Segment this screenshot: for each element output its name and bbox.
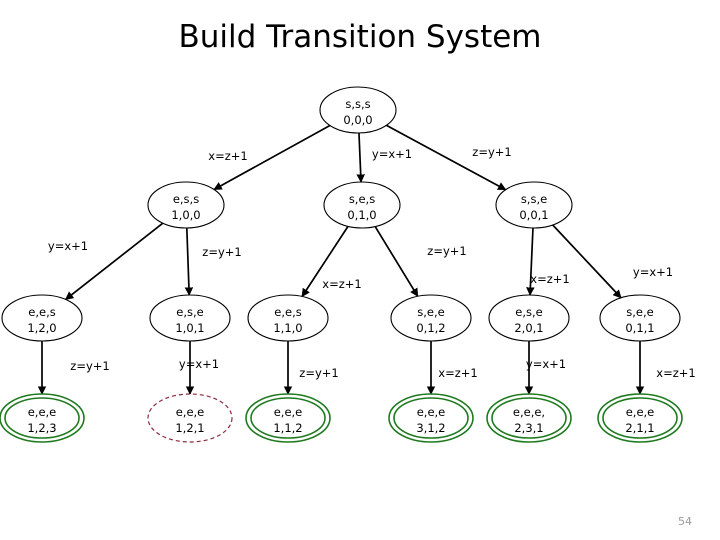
- state-node-values: 2,3,1: [514, 421, 543, 435]
- state-node-values: 1,0,0: [171, 208, 200, 222]
- state-node-label: s,e,e: [626, 305, 653, 319]
- state-node-values: 1,2,0: [27, 321, 56, 335]
- state-node-label: e,s,e: [176, 305, 203, 319]
- page-number: 54: [678, 515, 692, 528]
- state-node[interactable]: e,e,s 1,2,0: [1, 294, 83, 342]
- edges-layer: [37, 124, 645, 395]
- state-node-label: e,e,e: [274, 405, 303, 419]
- state-node-label: e,e,s: [274, 305, 301, 319]
- state-node-values: 2,1,1: [625, 421, 654, 435]
- nodes-layer: s,s,s 0,0,0 e,s,s 1,0,0 s,e,s 0,1,0 s,s,e 0,0,1…: [0, 86, 683, 443]
- state-node-values: 0,0,1: [519, 208, 548, 222]
- state-node-label: e,e,e,: [513, 405, 545, 419]
- edge-label: x=z+1: [322, 277, 361, 291]
- state-node[interactable]: e,e,e 1,1,2: [245, 393, 331, 443]
- state-node[interactable]: e,e,e 1,2,1: [147, 393, 233, 443]
- state-node[interactable]: e,e,e 2,1,1: [597, 393, 683, 443]
- transition-edge: [184, 227, 194, 296]
- edge-label: x=z+1: [208, 149, 247, 163]
- state-node[interactable]: e,s,s 1,0,0: [147, 181, 225, 229]
- state-node-values: 0,1,1: [625, 321, 654, 335]
- edge-labels-layer: x=z+1 y=x+1 z=y+1 y=x+1 z=y+1 x=z+1 z=y+1 x=z+1…: [48, 145, 696, 380]
- edge-label: y=x+1: [372, 147, 412, 161]
- edge-label: z=y+1: [202, 245, 241, 259]
- state-node[interactable]: s,e,e 0,1,2: [390, 294, 472, 342]
- state-node-label: s,e,s: [349, 192, 375, 206]
- state-node-label: s,e,e: [417, 305, 444, 319]
- state-node-values: 0,1,0: [347, 208, 376, 222]
- edge-label: y=x+1: [526, 357, 566, 371]
- transition-edge: [526, 227, 535, 296]
- state-node-label: e,s,s: [173, 192, 199, 206]
- state-node-label: e,e,e: [176, 405, 205, 419]
- state-node-values: 2,0,1: [514, 321, 543, 335]
- state-node-label: e,e,s: [28, 305, 55, 319]
- transition-edge: [374, 226, 419, 298]
- state-node-label: e,s,e: [515, 305, 542, 319]
- state-node-label: s,s,e: [521, 192, 547, 206]
- edge-label: y=x+1: [633, 265, 673, 279]
- state-node-label: e,e,e: [28, 405, 57, 419]
- transition-edge: [301, 225, 349, 298]
- state-node-values: 0,1,2: [416, 321, 445, 335]
- state-node-values: 3,1,2: [416, 421, 445, 435]
- transition-edge: [552, 224, 622, 299]
- state-node[interactable]: s,s,s 0,0,0: [319, 86, 397, 134]
- state-node[interactable]: s,e,s 0,1,0: [323, 181, 401, 229]
- transition-edge: [385, 124, 507, 191]
- page-title: Build Transition System: [178, 19, 542, 55]
- transition-edge: [213, 124, 331, 191]
- edge-label: z=y+1: [70, 359, 109, 373]
- state-node-label: s,s,s: [345, 97, 370, 111]
- state-node-values: 0,0,0: [343, 113, 372, 127]
- state-node-values: 1,1,2: [273, 421, 302, 435]
- transition-edge: [356, 132, 365, 183]
- edge-label: x=z+1: [656, 366, 695, 380]
- state-node[interactable]: e,e,e 3,1,2: [388, 393, 474, 443]
- state-node-values: 1,2,3: [27, 421, 56, 435]
- state-node-values: 1,0,1: [175, 321, 204, 335]
- state-node[interactable]: s,s,e 0,0,1: [495, 181, 573, 229]
- edge-label: z=y+1: [427, 244, 466, 258]
- state-node-values: 1,2,1: [175, 421, 204, 435]
- edge-label: y=x+1: [179, 357, 219, 371]
- state-node[interactable]: s,e,e 0,1,1: [599, 294, 681, 342]
- edge-label: x=z+1: [438, 366, 477, 380]
- state-node-label: e,e,e: [626, 405, 655, 419]
- state-node[interactable]: e,e,s 1,1,0: [247, 294, 329, 342]
- state-node[interactable]: e,e,e 1,2,3: [0, 393, 85, 443]
- state-node[interactable]: e,s,e 1,0,1: [149, 294, 231, 342]
- transition-system-diagram: x=z+1 y=x+1 z=y+1 y=x+1 z=y+1 x=z+1 z=y+1 x=z+1…: [0, 86, 696, 443]
- edge-label: z=y+1: [299, 366, 338, 380]
- transition-edge: [64, 222, 164, 301]
- edge-label: z=y+1: [472, 145, 511, 159]
- state-node[interactable]: e,s,e 2,0,1: [488, 294, 570, 342]
- state-node-values: 1,1,0: [273, 321, 302, 335]
- edge-label: y=x+1: [48, 239, 88, 253]
- state-node[interactable]: e,e,e, 2,3,1: [486, 393, 572, 443]
- state-node-label: e,e,e: [417, 405, 446, 419]
- edge-label: x=z+1: [530, 272, 569, 286]
